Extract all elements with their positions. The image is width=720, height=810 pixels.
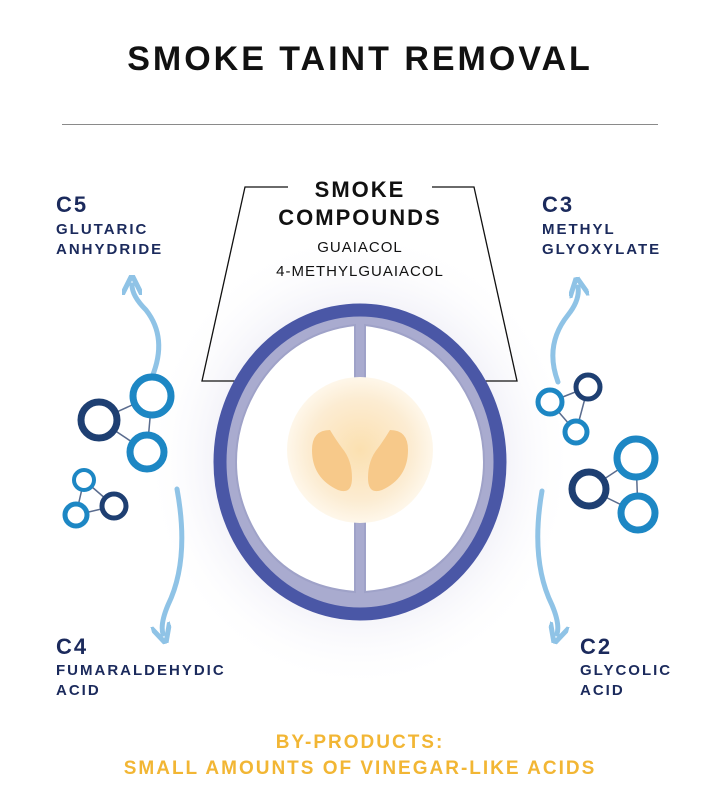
smoke-compounds-list: GUAIACOL 4-METHYLGUAIACOL <box>0 236 720 284</box>
smoke-heading-line: SMOKE <box>314 177 406 202</box>
product-name-line: METHYL <box>542 221 616 238</box>
molecule-cluster-icon <box>62 468 129 529</box>
compound-item: GUAIACOL <box>317 239 403 256</box>
page-title: SMOKE TAINT REMOVAL <box>127 40 593 78</box>
product-code-c5: C5 <box>56 192 89 217</box>
byproducts-caption: BY-PRODUCTS: SMALL AMOUNTS OF VINEGAR-LI… <box>0 730 720 782</box>
product-code-c3: C3 <box>542 192 575 217</box>
product-code-c4: C4 <box>56 634 89 659</box>
product-name-c5: GLUTARIC ANHYDRIDE <box>56 220 163 260</box>
product-name-line: ANHYDRIDE <box>56 241 164 258</box>
curved-arrow-c4 <box>162 486 185 634</box>
product-name-line: FUMARALDEHYDIC <box>56 662 226 679</box>
curved-arrow-c2 <box>535 488 558 634</box>
product-name-line: GLYOXYLATE <box>542 241 662 258</box>
smoke-heading-line: COMPOUNDS <box>278 205 442 230</box>
compound-item: 4-METHYLGUAIACOL <box>276 263 444 280</box>
product-name-line: ACID <box>580 682 625 699</box>
molecule-cluster-icon <box>568 435 659 534</box>
curved-arrow-c5 <box>132 285 162 380</box>
byproducts-line: SMALL AMOUNTS OF VINEGAR-LIKE ACIDS <box>123 758 597 779</box>
byproducts-line: BY-PRODUCTS: <box>275 732 445 753</box>
molecule-cluster-icon <box>77 373 175 473</box>
product-name-c2: GLYCOLIC ACID <box>580 661 672 701</box>
curved-arrow-c3 <box>550 287 578 385</box>
product-name-c3: METHYL GLYOXYLATE <box>542 220 661 260</box>
molecule-cluster-icon <box>535 372 603 446</box>
product-name-line: ACID <box>56 682 101 699</box>
product-name-c4: FUMARALDEHYDIC ACID <box>56 661 226 701</box>
product-name-line: GLUTARIC <box>56 221 149 238</box>
vessel-cross-section-icon <box>213 303 507 621</box>
product-name-line: GLYCOLIC <box>580 662 673 679</box>
product-code-c2: C2 <box>580 634 613 659</box>
title-divider <box>62 124 658 125</box>
smoke-compounds-heading: SMOKE COMPOUNDS <box>0 176 720 232</box>
